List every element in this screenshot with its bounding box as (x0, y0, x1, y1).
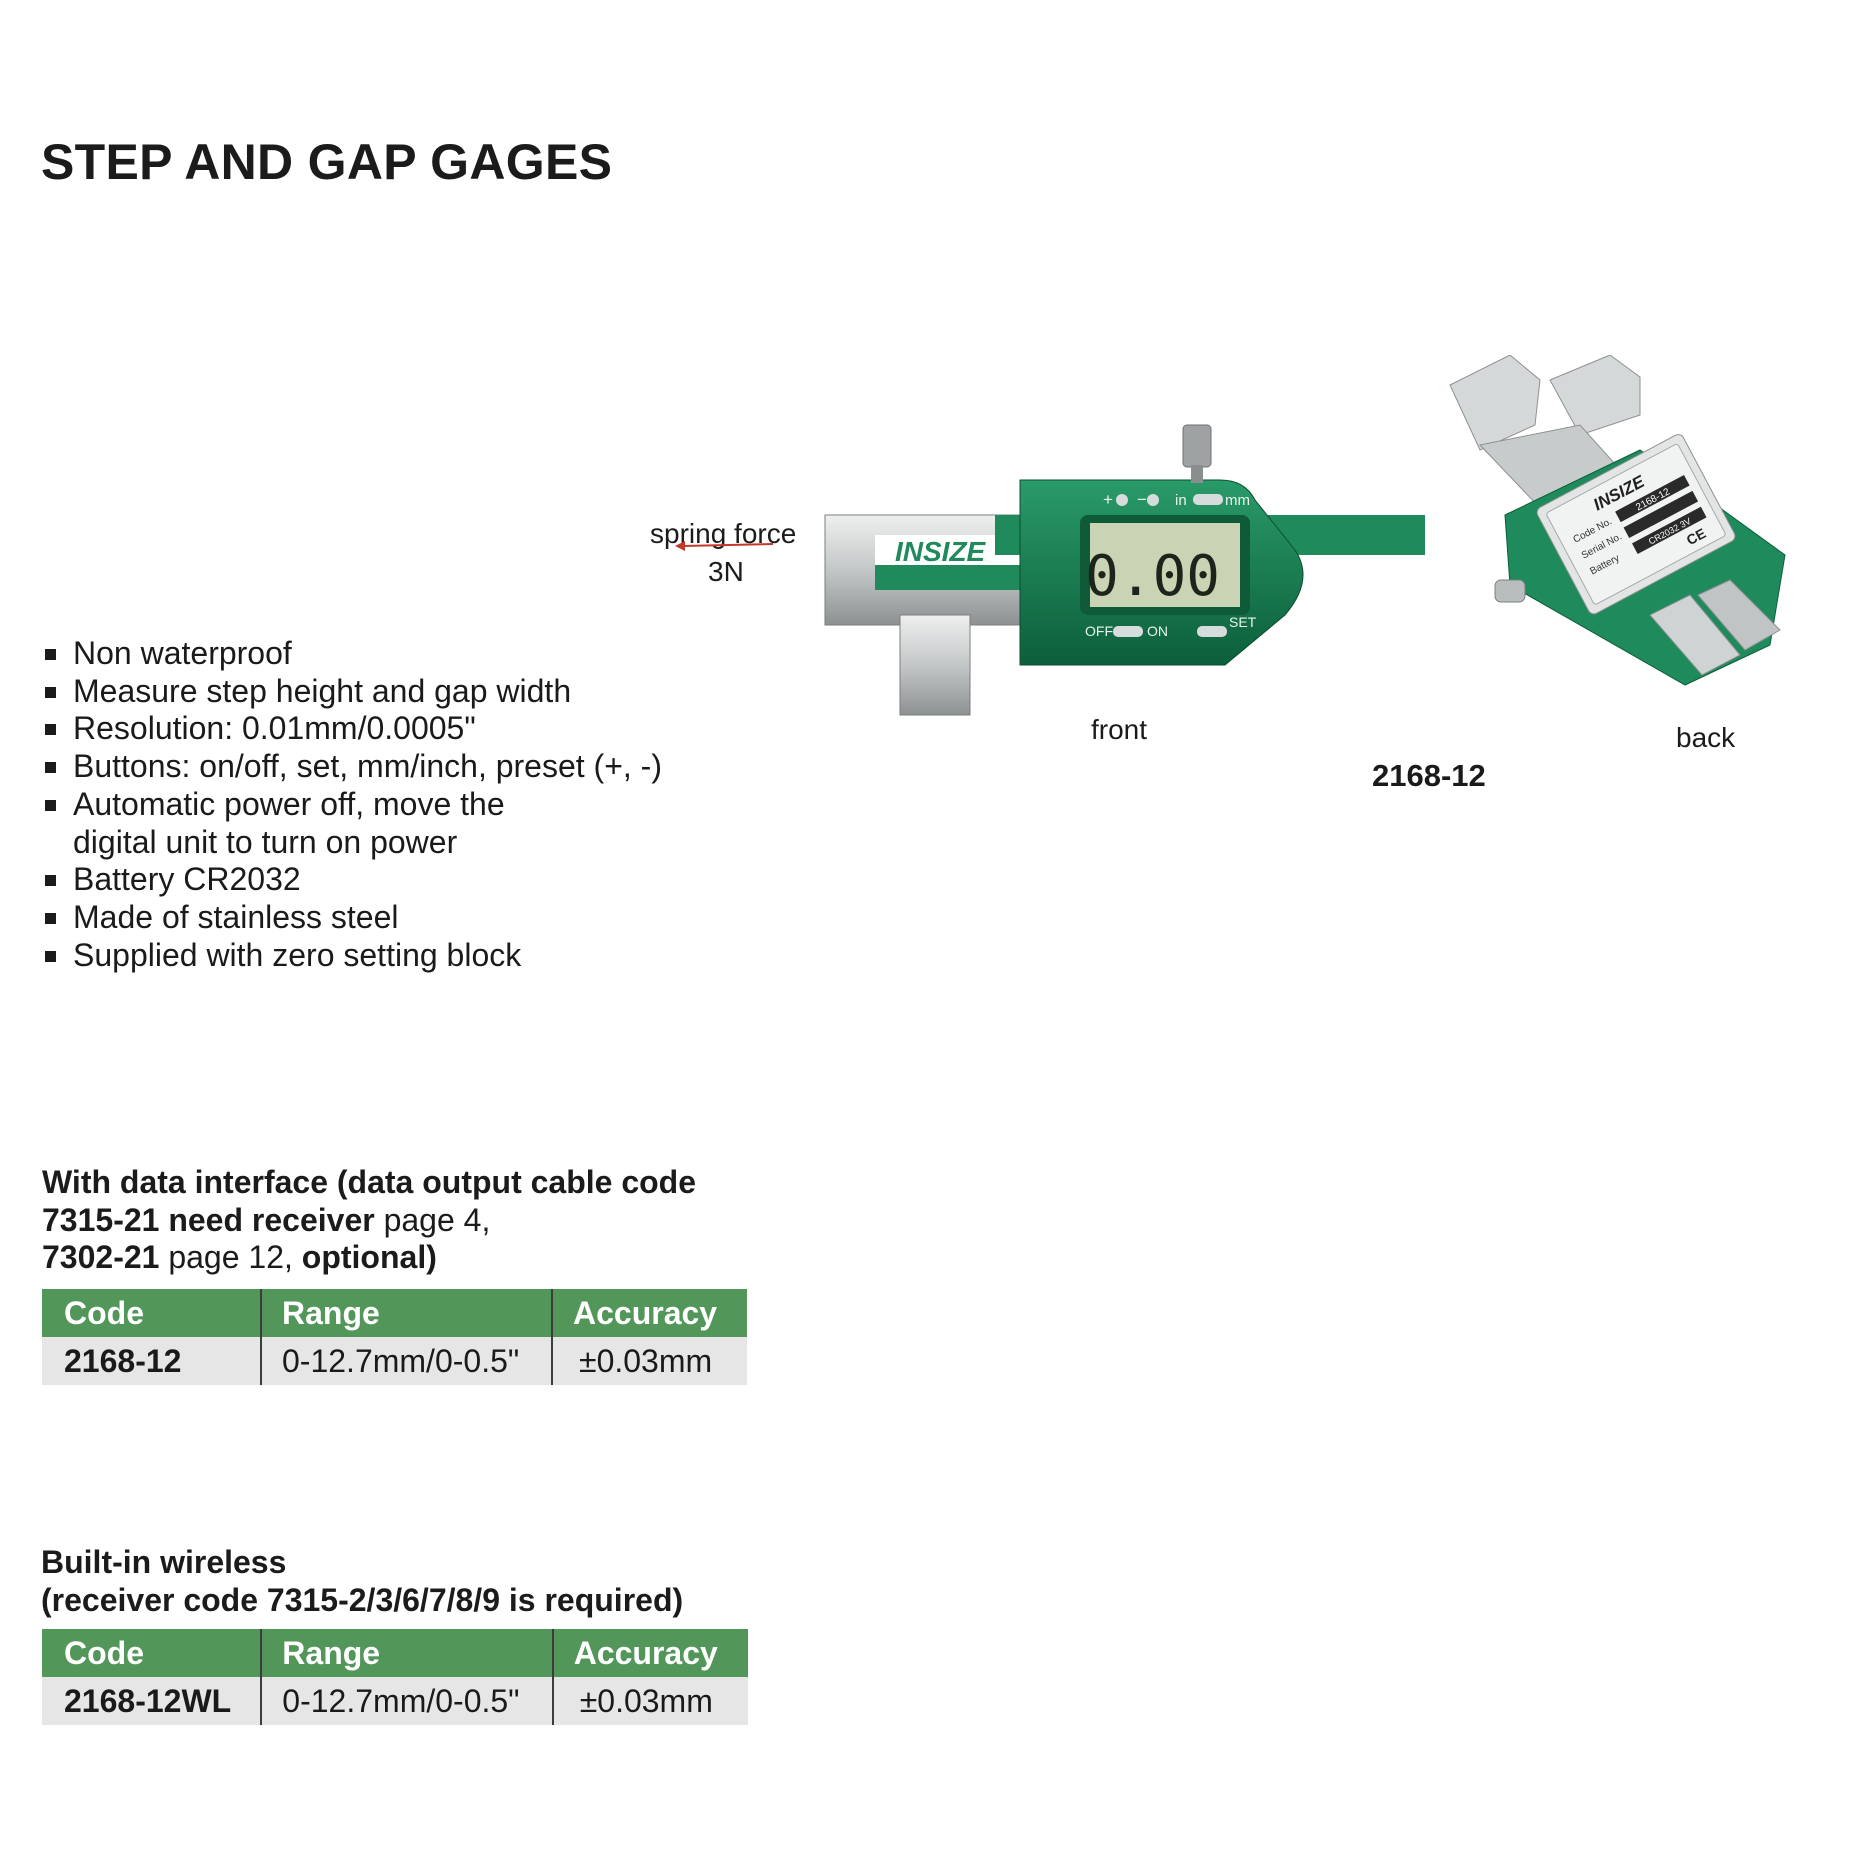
cell-accuracy: ±0.03mm (551, 1677, 748, 1725)
list-item: Automatic power off, move the digital un… (41, 786, 593, 861)
svg-text:−: − (1137, 490, 1147, 509)
column-header-range: Range (260, 1629, 553, 1677)
svg-text:ON: ON (1147, 623, 1168, 639)
wireless-caption: Built-in wireless (receiver code 7315-2/… (41, 1544, 684, 1618)
arrow-left-icon (675, 541, 774, 551)
cell-code: 2168-12 (42, 1337, 261, 1385)
list-item: Buttons: on/off, set, mm/inch, preset (+… (41, 748, 662, 786)
list-item: Supplied with zero setting block (41, 937, 662, 975)
list-item: Battery CR2032 (41, 861, 662, 899)
front-label: front (1091, 714, 1148, 745)
cell-accuracy: ±0.03mm (551, 1337, 747, 1385)
list-item: Measure step height and gap width (41, 673, 662, 711)
column-header-code: Code (42, 1629, 262, 1677)
svg-text:+: + (1103, 490, 1113, 509)
list-item: Non waterproof (41, 635, 662, 673)
data-interface-caption: With data interface (data output cable c… (42, 1164, 697, 1275)
svg-text:in: in (1175, 492, 1187, 509)
list-item: Made of stainless steel (41, 899, 662, 937)
spec-table-wireless: Code Range Accuracy 2168-12WL 0-12.7mm/0… (42, 1629, 748, 1725)
table-header-row: Code Range Accuracy (42, 1629, 748, 1677)
cell-range: 0-12.7mm/0-0.5" (260, 1337, 552, 1385)
spring-force-value: 3N (708, 556, 744, 587)
column-header-accuracy: Accuracy (551, 1289, 747, 1337)
svg-text:mm: mm (1225, 492, 1250, 509)
page-title: STEP AND GAP GAGES (41, 134, 613, 190)
column-header-accuracy: Accuracy (551, 1629, 748, 1677)
svg-text:SET: SET (1229, 614, 1257, 630)
table-row: 2168-12WL 0-12.7mm/0-0.5" ±0.03mm (42, 1677, 748, 1725)
list-item: Resolution: 0.01mm/0.0005" (41, 710, 662, 748)
column-header-range: Range (260, 1289, 552, 1337)
column-header-code: Code (42, 1289, 261, 1337)
table-header-row: Code Range Accuracy (42, 1289, 747, 1337)
model-number: 2168-12 (1372, 758, 1486, 793)
cell-code: 2168-12WL (42, 1677, 262, 1725)
feature-list: Non waterproof Measure step height and g… (41, 635, 662, 974)
insize-logo: INSIZE (895, 536, 987, 567)
cell-range: 0-12.7mm/0-0.5" (260, 1677, 553, 1725)
gage-back-image: INSIZE Code No. 2168-12 Serial No. Batte… (1449, 355, 1786, 686)
back-label: back (1676, 722, 1736, 753)
spec-table-data-interface: Code Range Accuracy 2168-12 0-12.7mm/0-0… (42, 1289, 747, 1385)
svg-text:OFF: OFF (1085, 623, 1113, 639)
lcd-reading: 0.00 (1085, 544, 1220, 609)
gage-front-image: INSIZE 0.00 + − in mm OFF ON SET (824, 424, 1425, 716)
table-row: 2168-12 0-12.7mm/0-0.5" ±0.03mm (42, 1337, 747, 1385)
